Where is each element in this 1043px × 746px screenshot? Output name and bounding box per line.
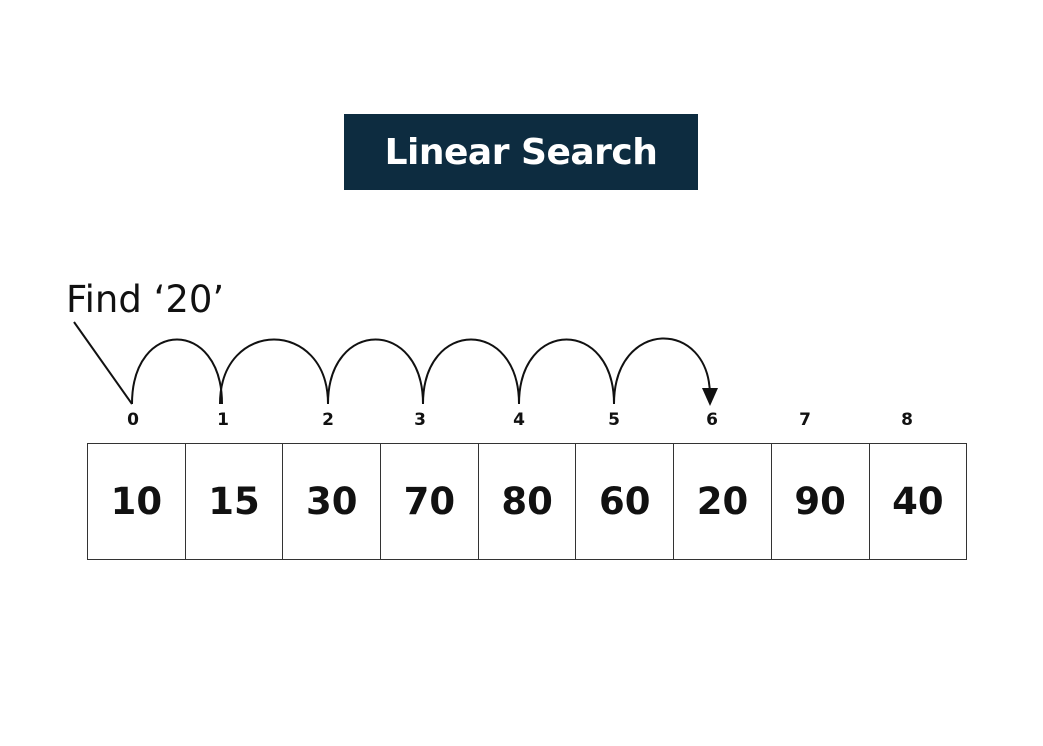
index-label: 3 (414, 410, 426, 430)
cell-value: 10 (110, 480, 163, 523)
array-cell: 30 (282, 443, 382, 560)
cell-value: 15 (208, 480, 260, 523)
page-title: Linear Search (384, 131, 658, 173)
hop-arc-4-5 (518, 338, 615, 405)
array-cell: 90 (770, 443, 870, 560)
hop-arc-3-4 (422, 338, 520, 405)
index-label: 5 (608, 410, 620, 430)
index-label: 0 (127, 410, 139, 430)
cell-value: 30 (305, 480, 358, 523)
array-cells: 10 15 30 70 80 60 20 90 40 (87, 443, 968, 560)
arrowhead-icon (702, 388, 718, 406)
array-cell: 40 (868, 443, 968, 560)
cell-value: 60 (599, 480, 651, 523)
find-target-label: Find ‘20’ (66, 278, 225, 321)
array-cell-found: 20 (673, 443, 772, 560)
hop-arc-0-1 (131, 338, 223, 405)
pointer-line (73, 321, 133, 405)
hop-arc-5-6 (613, 337, 711, 405)
index-label: 8 (901, 410, 913, 430)
cell-value: 70 (403, 480, 456, 523)
cell-value: 80 (501, 480, 553, 523)
array-cell: 15 (184, 443, 284, 560)
hop-arc-1-2 (219, 338, 329, 405)
array-cell: 70 (380, 443, 479, 560)
index-label: 4 (513, 410, 525, 430)
index-label: 6 (706, 410, 718, 430)
array-cell: 80 (477, 443, 577, 560)
cell-value: 40 (892, 480, 944, 523)
cell-value: 20 (696, 480, 749, 523)
array-cell: 10 (87, 443, 186, 560)
title-banner: Linear Search (344, 114, 698, 190)
index-label: 2 (322, 410, 334, 430)
hop-arc-2-3 (327, 338, 424, 405)
array-cell: 60 (575, 443, 675, 560)
index-label: 1 (217, 410, 229, 430)
index-label: 7 (799, 410, 811, 430)
cell-value: 90 (794, 480, 846, 523)
